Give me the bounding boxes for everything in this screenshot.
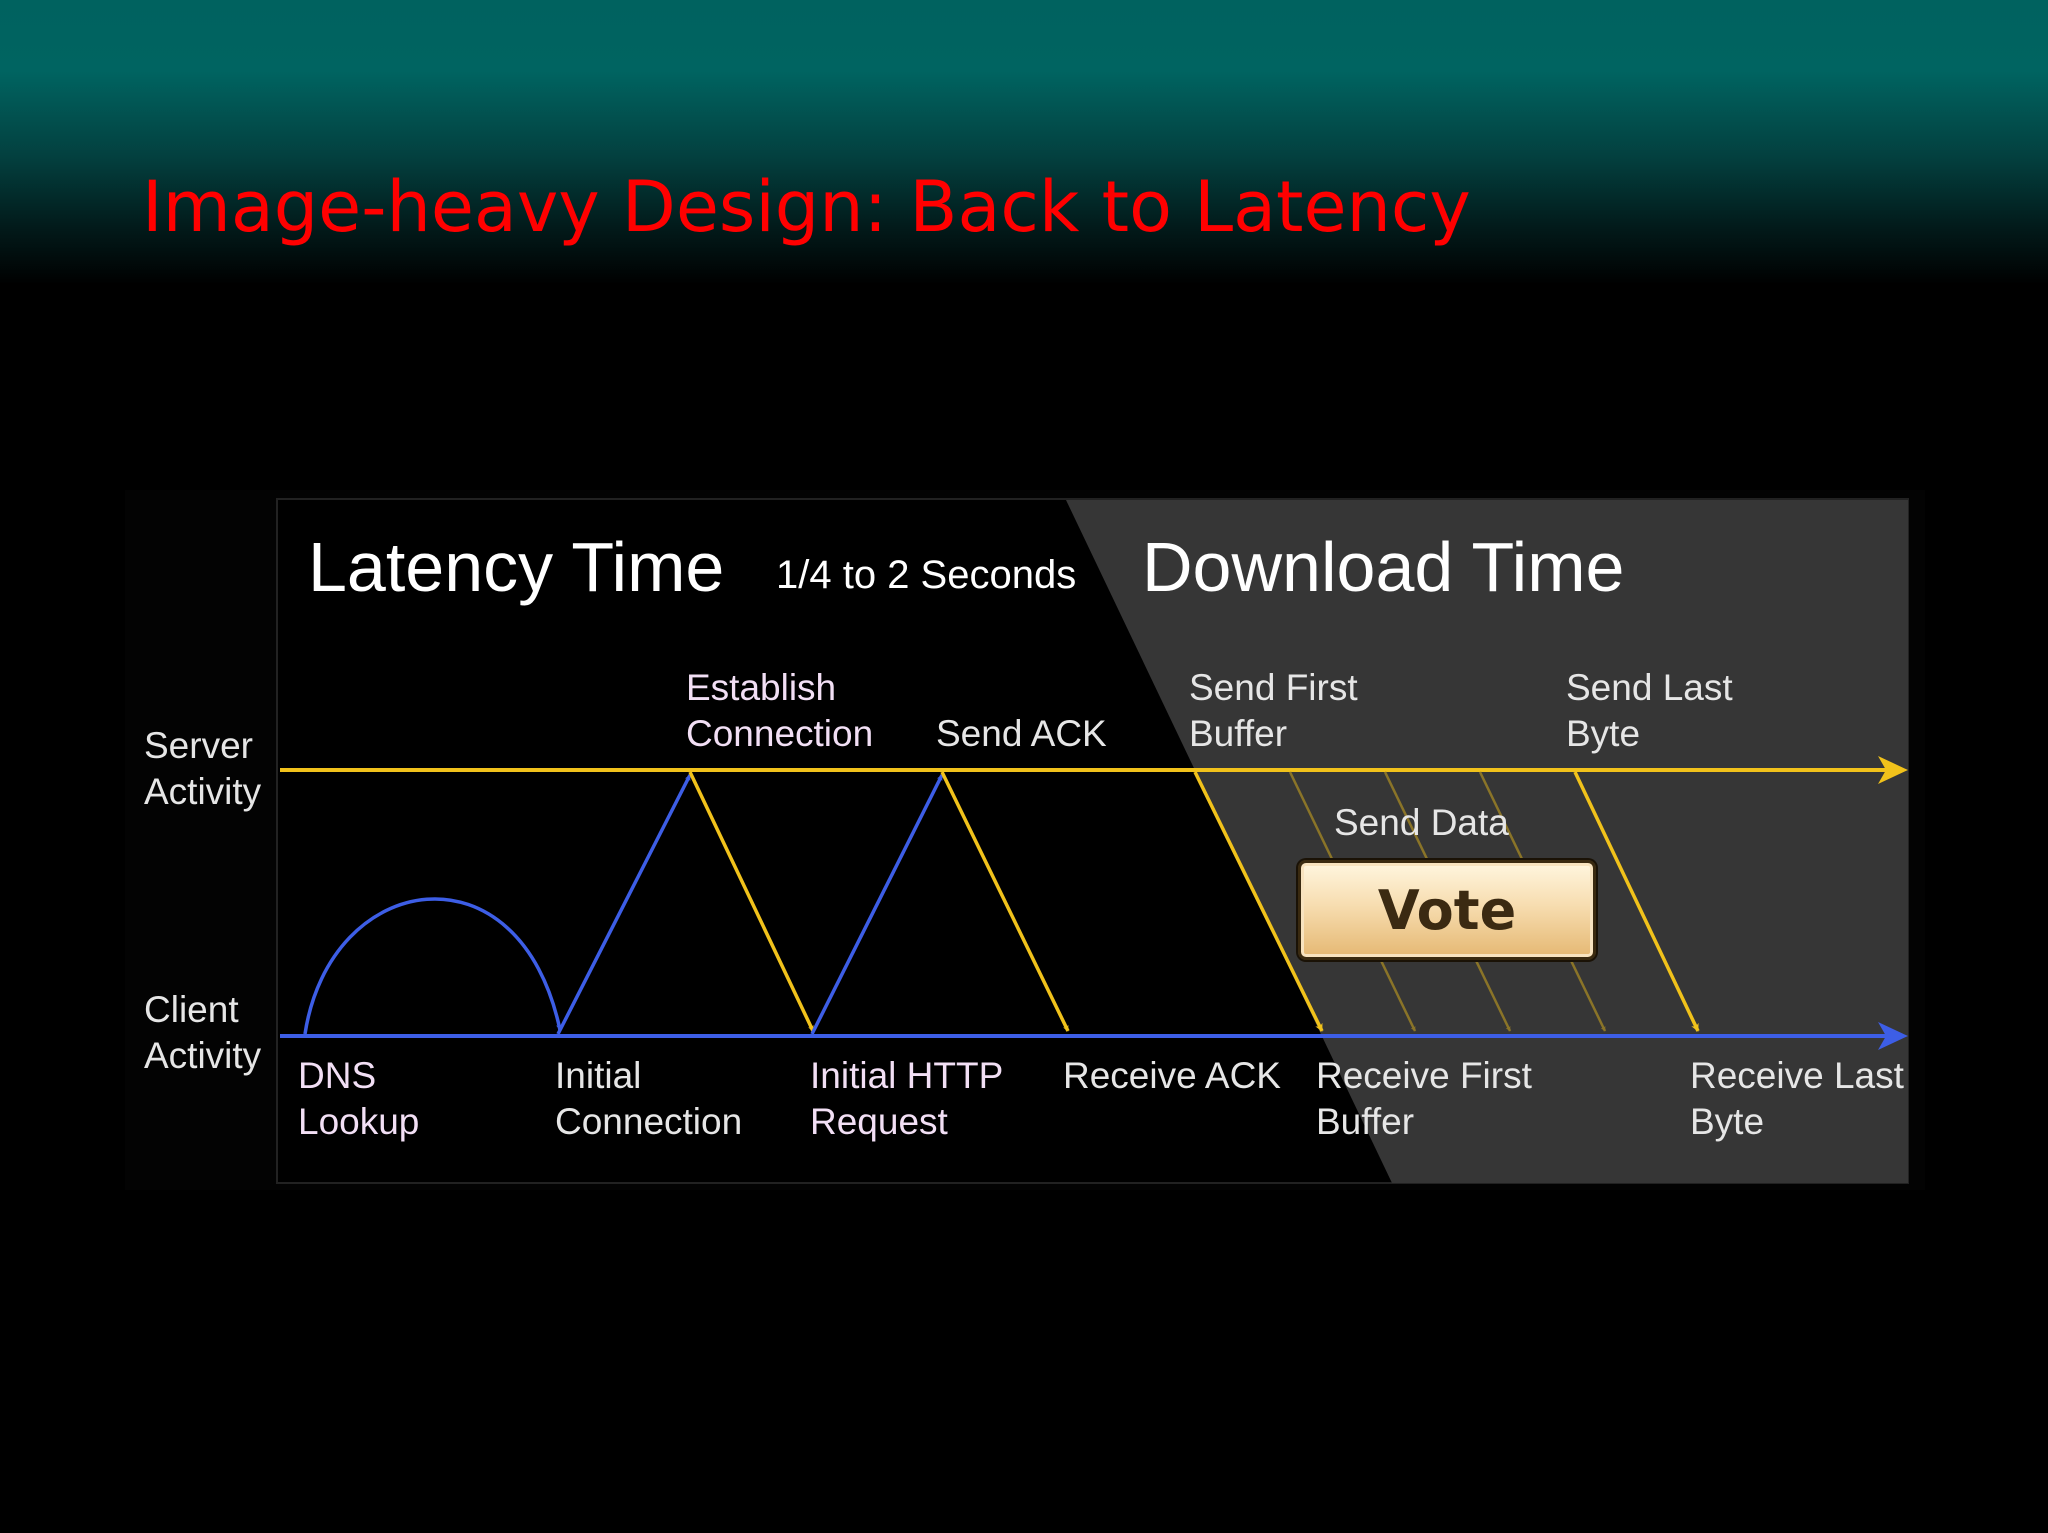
- send-last-byte-label-line2: Byte: [1566, 713, 1641, 754]
- dns-lookup-arc: [303, 897, 562, 1035]
- latency-time-heading: Latency Time: [308, 528, 725, 606]
- send-first-buffer-label-line1: Send First: [1189, 667, 1358, 708]
- arrow-initial-http-request: [810, 774, 944, 1035]
- download-zone: [1066, 500, 1908, 1183]
- slide-title: Image-heavy Design: Back to Latency: [142, 166, 1471, 248]
- receive-last-byte-label-line1: Receive Last: [1690, 1055, 1904, 1096]
- download-time-heading: Download Time: [1142, 528, 1625, 606]
- send-first-buffer-label-line2: Buffer: [1189, 713, 1288, 754]
- initial-connection-label-line2: Connection: [555, 1101, 743, 1142]
- latency-duration: 1/4 to 2 Seconds: [776, 553, 1077, 597]
- client-timeline-arrowhead: [1878, 1022, 1908, 1050]
- arrow-establish-connection: [688, 771, 815, 1032]
- server-timeline-arrowhead: [1878, 756, 1908, 784]
- header-band: [0, 0, 2048, 285]
- client-activity-label-line2: Activity: [144, 1035, 262, 1076]
- initial-http-request-label-line1: Initial HTTP: [810, 1055, 1004, 1096]
- receive-first-buffer-label-line1: Receive First: [1316, 1055, 1532, 1096]
- client-activity-label-line1: Client: [144, 989, 239, 1030]
- server-activity-label-line1: Server: [144, 725, 253, 766]
- send-last-byte-label-line1: Send Last: [1566, 667, 1733, 708]
- arrow-send-last-byte: [1573, 771, 1700, 1032]
- server-activity-label-line2: Activity: [144, 771, 262, 812]
- send-ack-label: Send ACK: [936, 713, 1107, 754]
- initial-http-request-label-line2: Request: [810, 1101, 948, 1142]
- vote-button[interactable]: Vote: [1298, 860, 1596, 960]
- send-data-label: Send Data: [1334, 802, 1509, 843]
- arrow-send-first-buffer: [1193, 771, 1324, 1032]
- establish-connection-label-line1: Establish: [686, 667, 837, 708]
- receive-last-byte-label-line2: Byte: [1690, 1101, 1765, 1142]
- dns-lookup-label-line2: Lookup: [298, 1101, 420, 1142]
- arrow-initial-connection: [556, 774, 692, 1035]
- receive-first-buffer-label-line2: Buffer: [1316, 1101, 1415, 1142]
- establish-connection-label-line2: Connection: [686, 713, 874, 754]
- arrow-send-ack: [940, 771, 1070, 1032]
- dns-lookup-label-line1: DNS: [298, 1055, 377, 1096]
- receive-ack-label: Receive ACK: [1063, 1055, 1281, 1096]
- initial-connection-label-line1: Initial: [555, 1055, 642, 1096]
